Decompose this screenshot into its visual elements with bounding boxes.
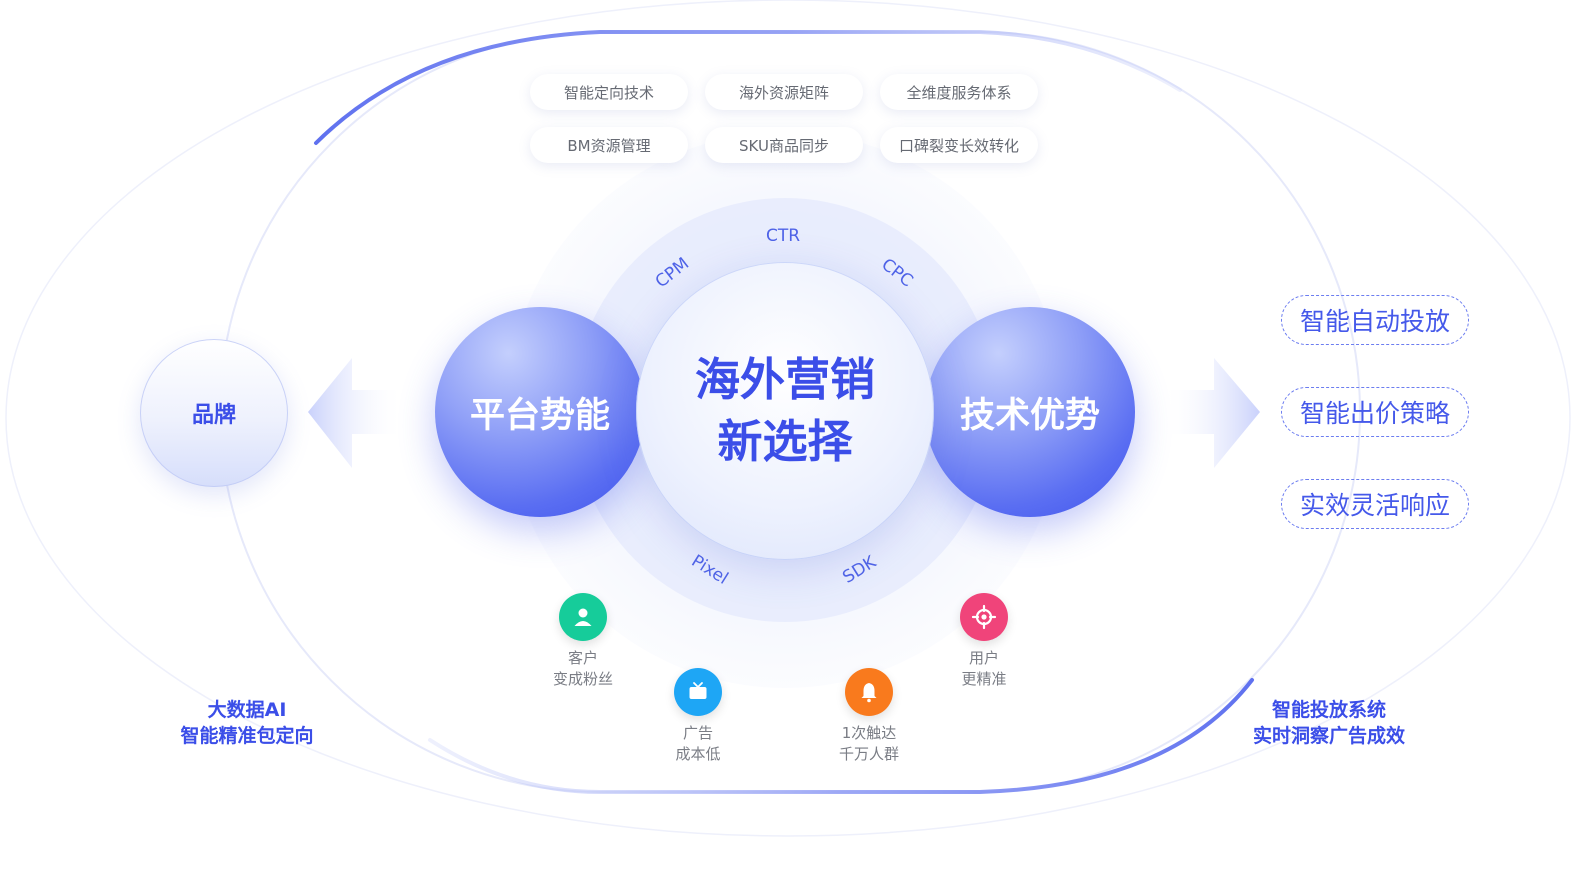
core-title-line1: 海外营销 — [694, 353, 875, 406]
target-icon — [960, 593, 1008, 641]
benefit-fans-label: 客户 变成粉丝 — [552, 649, 613, 688]
benefit-low-cost-label: 广告 成本低 — [675, 724, 721, 763]
metric-ctr: CTR — [766, 226, 801, 246]
core-circle: 海外营销 新选择 — [636, 262, 934, 560]
pill-overseas-resources: 海外资源矩阵 — [705, 74, 863, 110]
benefit-reach-label: 1次触达 千万人群 — [838, 724, 899, 763]
feature-auto-delivery: 智能自动投放 — [1281, 295, 1469, 345]
brand-circle: 品牌 — [140, 339, 288, 487]
platform-momentum-ball: 平台势能 — [435, 307, 645, 517]
pill-sku-sync: SKU商品同步 — [705, 127, 863, 163]
caption-big-data: 大数据AI 智能精准包定向 — [180, 699, 314, 747]
brand-label: 品牌 — [191, 403, 236, 428]
bell-icon — [845, 668, 893, 716]
tech-advantage-ball: 技术优势 — [925, 307, 1135, 517]
caption-smart-delivery: 智能投放系统 实时洞察广告成效 — [1252, 699, 1405, 747]
core-title-line2: 新选择 — [717, 415, 853, 468]
pill-full-service: 全维度服务体系 — [880, 74, 1038, 110]
pill-bm-management: BM资源管理 — [530, 127, 688, 163]
tv-icon — [674, 668, 722, 716]
pill-word-of-mouth: 口碑裂变长效转化 — [880, 127, 1038, 163]
platform-momentum-label: 平台势能 — [469, 395, 610, 436]
tech-advantage-label: 技术优势 — [959, 395, 1100, 436]
feature-bid-strategy: 智能出价策略 — [1281, 387, 1469, 437]
pill-smart-targeting: 智能定向技术 — [530, 74, 688, 110]
user-icon — [559, 593, 607, 641]
feature-flexible-response: 实效灵活响应 — [1281, 479, 1469, 529]
benefit-precision-label: 用户 更精准 — [961, 649, 1007, 688]
